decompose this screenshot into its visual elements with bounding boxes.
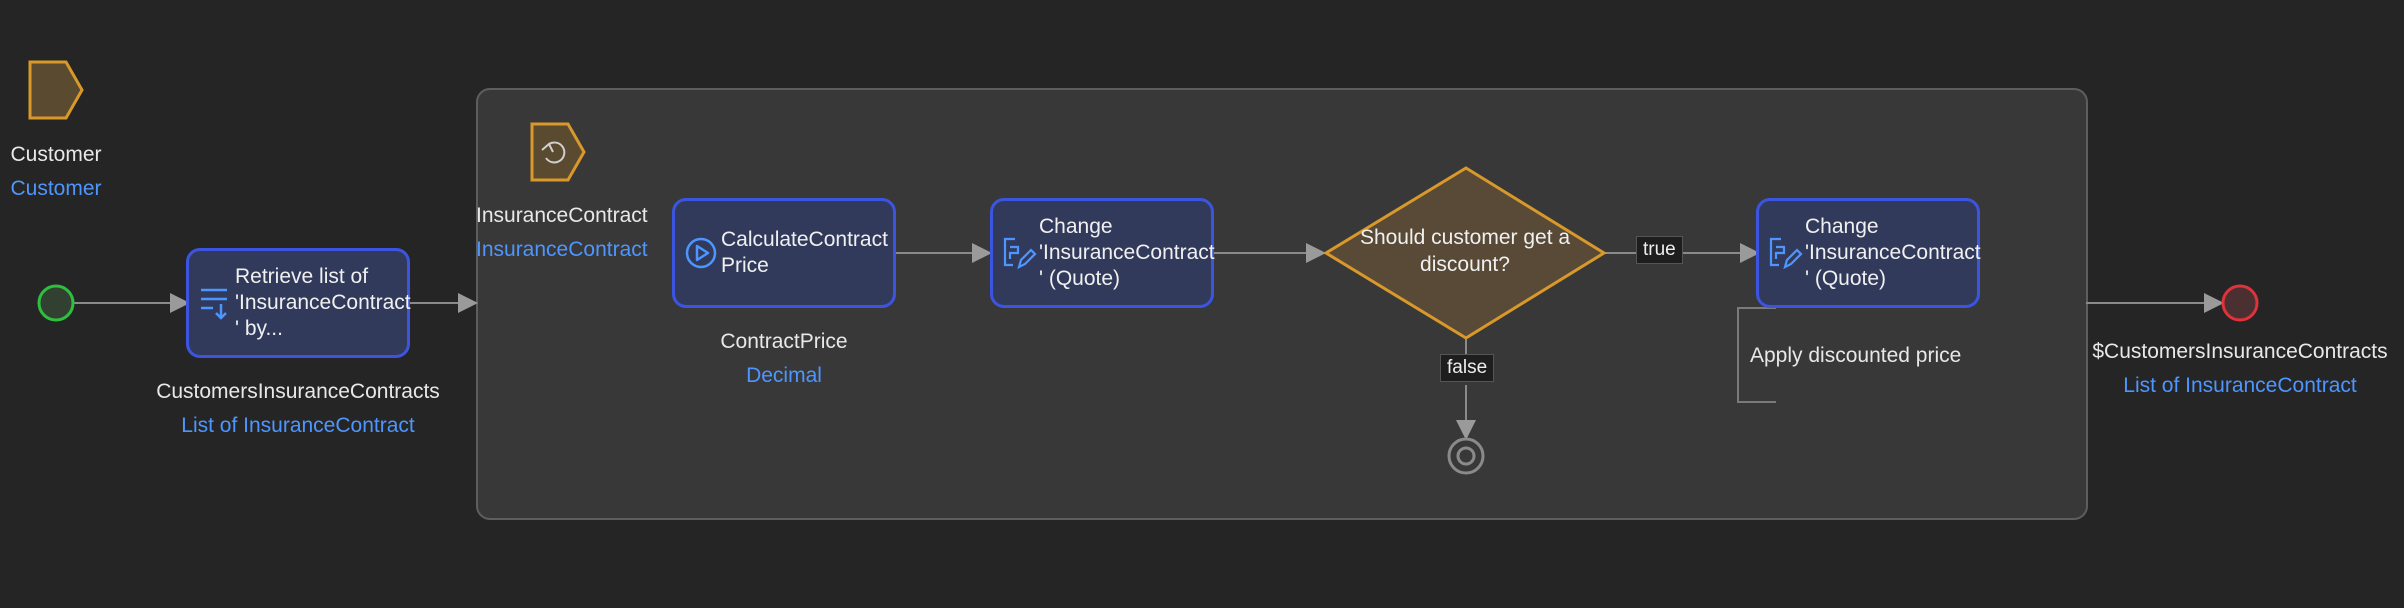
end-event (2221, 284, 2259, 322)
retrieve-activity[interactable]: Retrieve list of 'InsuranceContract ' by… (186, 248, 411, 358)
change-object-icon (999, 235, 1039, 271)
retrieve-var-name: CustomersInsuranceContracts (156, 380, 440, 403)
end-return-type: List of InsuranceContract (2123, 374, 2357, 397)
calculate-text: CalculateContract Price (721, 228, 888, 277)
loop-iterator-type: InsuranceContract (476, 238, 648, 261)
annotation-text[interactable]: Apply discounted price (1750, 344, 1962, 367)
change1-text: Change 'InsuranceContract ' (Quote) (1039, 215, 1215, 290)
retrieve-var-type: List of InsuranceContract (181, 414, 415, 437)
parameter-name: Customer (10, 143, 102, 166)
parameter-icon (28, 60, 84, 120)
decision-text: Should customer get a discount? (1359, 226, 1571, 276)
loop-arrow-icon (545, 141, 566, 164)
end-return-name: $CustomersInsuranceContracts (2092, 340, 2388, 363)
retrieve-text: Retrieve list of 'InsuranceContract ' by… (235, 265, 411, 340)
start-event (37, 284, 75, 322)
parameter-type: Customer (10, 177, 102, 200)
continue-event (1447, 437, 1485, 475)
change-activity-2[interactable]: Change 'InsuranceContract ' (Quote) (1756, 198, 1981, 308)
microflow-call-icon (681, 236, 721, 270)
loop-iterator-icon (530, 122, 586, 182)
calculate-var-type: Decimal (746, 364, 822, 387)
true-label: true (1636, 236, 1683, 264)
change2-text: Change 'InsuranceContract ' (Quote) (1805, 215, 1981, 290)
loop-iterator-name: InsuranceContract (476, 204, 648, 227)
calculate-activity[interactable]: CalculateContract Price (672, 198, 896, 308)
calculate-var-name: ContractPrice (720, 330, 848, 353)
decision-diamond (1323, 166, 1607, 340)
retrieve-list-icon (195, 286, 235, 320)
change-activity-1[interactable]: Change 'InsuranceContract ' (Quote) (990, 198, 1215, 308)
false-label: false (1440, 354, 1495, 382)
change-object-icon (1765, 235, 1805, 271)
annotation-bracket (1737, 307, 1776, 403)
